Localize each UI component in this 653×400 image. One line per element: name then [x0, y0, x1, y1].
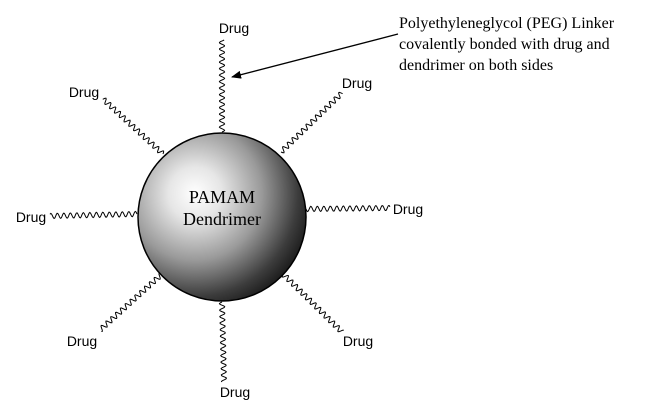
core-label-line1: PAMAM — [189, 187, 255, 207]
drug-label-bottom-left: Drug — [67, 333, 97, 349]
annotation-line2: covalently bonded with drug and — [399, 36, 610, 53]
drug-label-left: Drug — [16, 209, 46, 225]
annotation-arrow — [231, 33, 399, 79]
core-label-line2: Dendrimer — [183, 209, 261, 229]
drug-label-bottom-right: Drug — [343, 333, 373, 349]
drug-label-top: Drug — [219, 20, 249, 36]
peg-linker-bottom-right — [281, 273, 344, 333]
drug-label-top-left: Drug — [69, 84, 99, 100]
peg-linker-bottom — [218, 301, 227, 383]
peg-linker-bottom-left — [100, 272, 163, 333]
peg-linker-left — [49, 210, 138, 220]
peg-linkers — [49, 39, 391, 383]
drug-label-right: Drug — [393, 201, 423, 217]
peg-linker-right — [305, 204, 391, 213]
drug-label-bottom: Drug — [220, 384, 250, 400]
annotation-line1: Polyethyleneglycol (PEG) Linker — [399, 15, 615, 32]
annotation-line3: dendrimer on both sides — [399, 57, 553, 74]
pamam-dendrimer-sphere — [137, 132, 307, 302]
peg-linker-top-left — [102, 97, 165, 155]
peg-linker-top-right — [280, 91, 343, 154]
drug-label-top-right: Drug — [342, 75, 372, 91]
peg-linker-top — [218, 39, 226, 133]
